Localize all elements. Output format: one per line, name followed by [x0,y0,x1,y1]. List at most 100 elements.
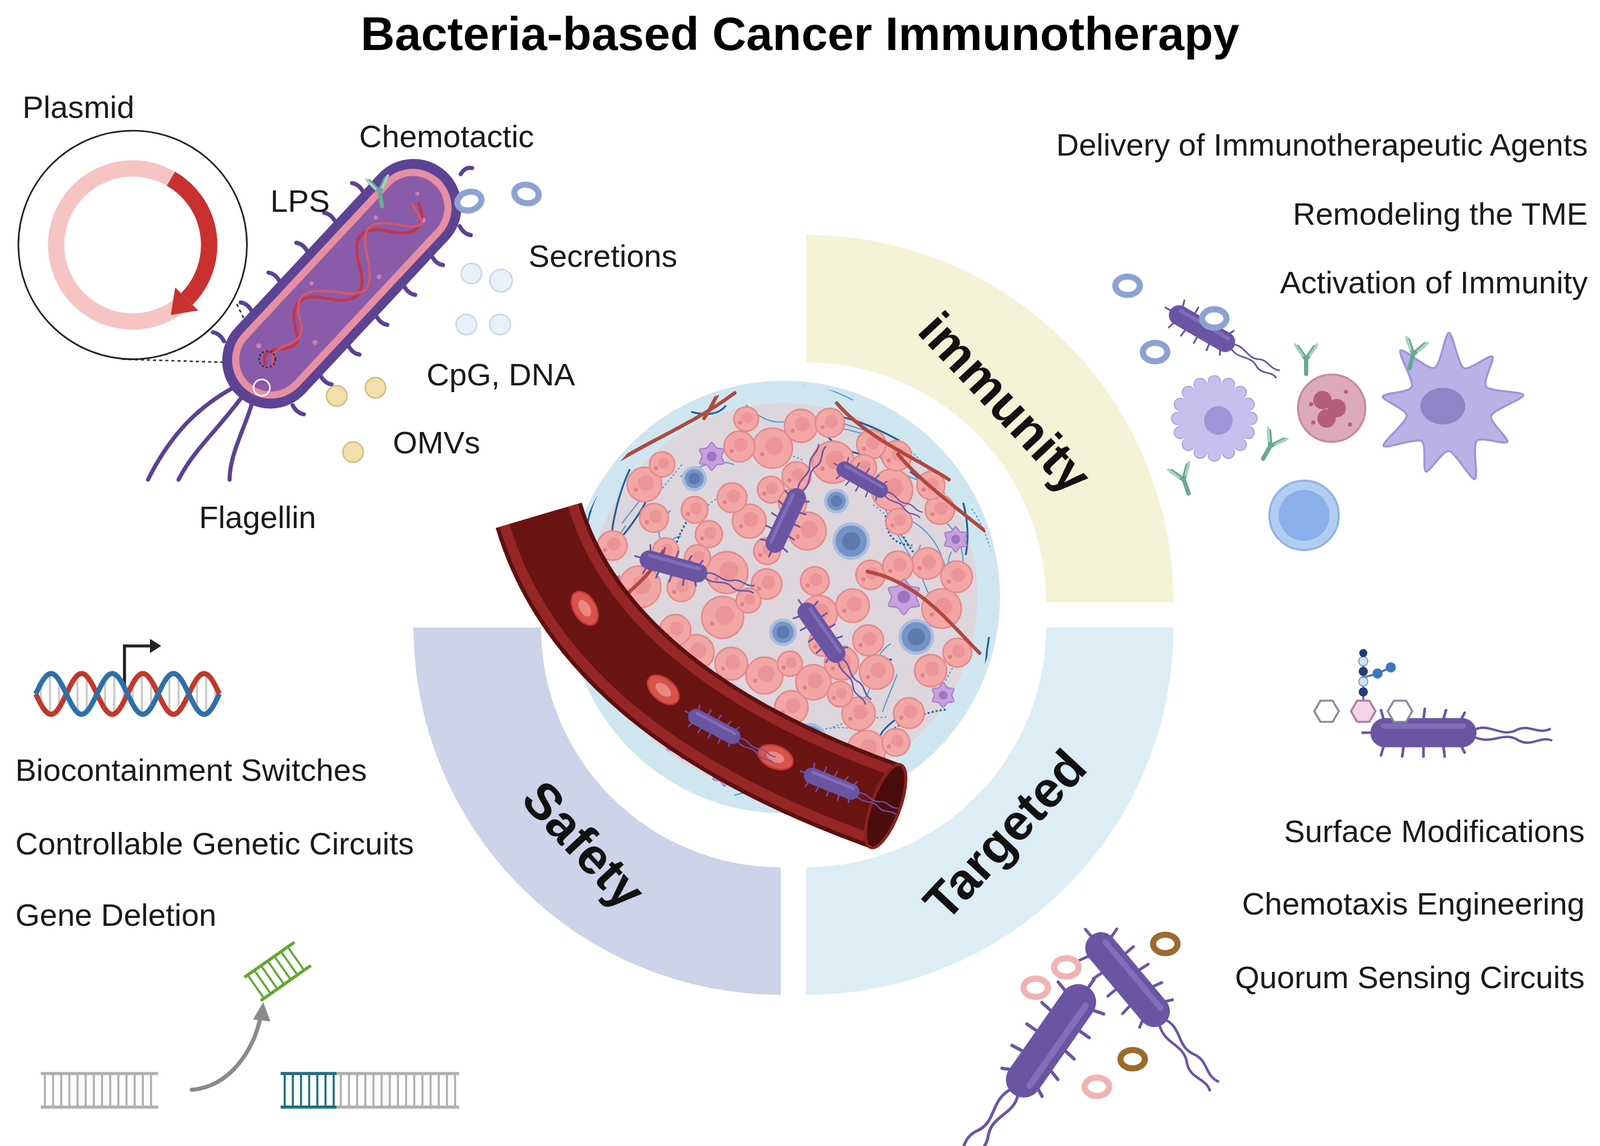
antibody-icon [1253,427,1288,465]
flagella [147,385,253,480]
tumor-cells [944,526,967,552]
tumor-cells [715,605,735,625]
tumor-cells [893,697,925,729]
tumor-cells [735,588,761,613]
tumor-cells [911,547,944,580]
tumor-cells [914,654,947,687]
tumor-cells [900,620,933,654]
immune-cells [1347,422,1352,427]
tumor-cells [738,524,743,529]
genetic-art [60,1073,63,1108]
vesicle-ring [1115,276,1140,295]
vesicle-ring [455,189,484,214]
genetic-art [308,1073,311,1108]
tumor-cells [813,644,818,649]
genetic-art [446,1073,449,1108]
matrix-fibers [985,637,989,687]
genetic-art [300,1073,303,1108]
secretion-particles [456,263,513,335]
tumor-cells [924,661,940,677]
tumor-illustration [567,379,1000,814]
bacterium-icon [935,962,1118,1146]
tumor-cells [888,569,893,574]
capillaries [612,392,735,465]
tumor-cells [859,655,894,690]
immune-cells [1269,480,1340,551]
band-fill [413,627,781,995]
tumor-cells [900,620,933,654]
matrix-fibers [963,502,968,556]
tumor-cells [846,596,862,612]
bacterium-illustration [375,273,383,281]
immunity-band: immunity [806,234,1174,603]
tumor-cells [870,662,886,679]
capillaries [703,379,727,419]
tumor-cells [706,551,749,594]
surface-modified-bacterium [1351,700,1376,722]
genetic-art [101,1073,104,1108]
tumor-cells [832,696,836,700]
genetic-art [41,1105,159,1109]
tumor-cells [735,588,761,613]
genetic-art [397,1073,400,1108]
antibody-icon [366,175,394,208]
capillaries [867,571,980,653]
antibody-icon [1168,462,1200,498]
genetic-art [191,1018,261,1090]
strategy-label: Delivery of Immunotherapeutic Agents [1056,126,1588,163]
genetic-art [380,1073,383,1108]
diagram-title: Bacteria-based Cancer Immunotherapy [0,6,1600,62]
genetic-art [252,1002,271,1022]
tumor-cells [729,448,734,453]
tumor-cells [862,632,877,647]
tumor-cells [715,647,748,680]
tumor-cells [790,428,795,433]
tumor-cells [738,420,743,425]
tumor-cells [952,644,966,658]
tumor-cells [830,666,835,671]
bacterium-illustration [308,280,315,286]
genetic-art [85,676,89,712]
tumor-cells [733,406,759,432]
strategy-label: Gene Deletion [15,897,217,934]
tumor-cells [807,672,824,689]
tumor-cells [719,561,739,581]
tumor-cells [794,416,810,432]
bacterium-illustration [253,192,430,377]
genetic-art [133,1073,136,1108]
tumor-cells [706,551,749,594]
part-label: Flagellin [198,499,317,536]
plasmid-callout [170,287,199,316]
bacterium-illustration [372,214,379,221]
tumor-cells [744,593,756,606]
tumor-cells [835,588,870,623]
tumor-cells [725,654,740,670]
genetic-art [339,1073,343,1108]
immune-cells [1317,408,1336,428]
tumor-cells [820,425,825,430]
bacterium-illustration [226,162,458,405]
bacterium-illustration [255,342,263,350]
bacterium-illustration [250,375,274,399]
tumor-cells [892,557,907,572]
tumor-cells [893,697,925,729]
immune-cells [1382,332,1524,480]
tumor-cells [644,520,649,525]
tumor-cells [929,612,934,617]
tumor-cells [733,406,759,432]
tumor-cells [762,491,767,496]
genetic-art [421,1073,424,1108]
blood-vessel [565,586,797,775]
tumor-cells [681,496,708,524]
genetic-art [125,1073,128,1108]
tumor-cells [805,583,810,588]
genetic-art [150,638,162,653]
tumor-cells [815,408,845,438]
genetic-art [405,1073,408,1108]
blood-vessel [642,669,685,711]
genetic-art [141,1073,144,1108]
matrix-fibers [971,508,993,556]
tumor-cells [699,442,725,471]
tumor-cells [882,728,910,757]
tumor-cells [921,588,962,629]
